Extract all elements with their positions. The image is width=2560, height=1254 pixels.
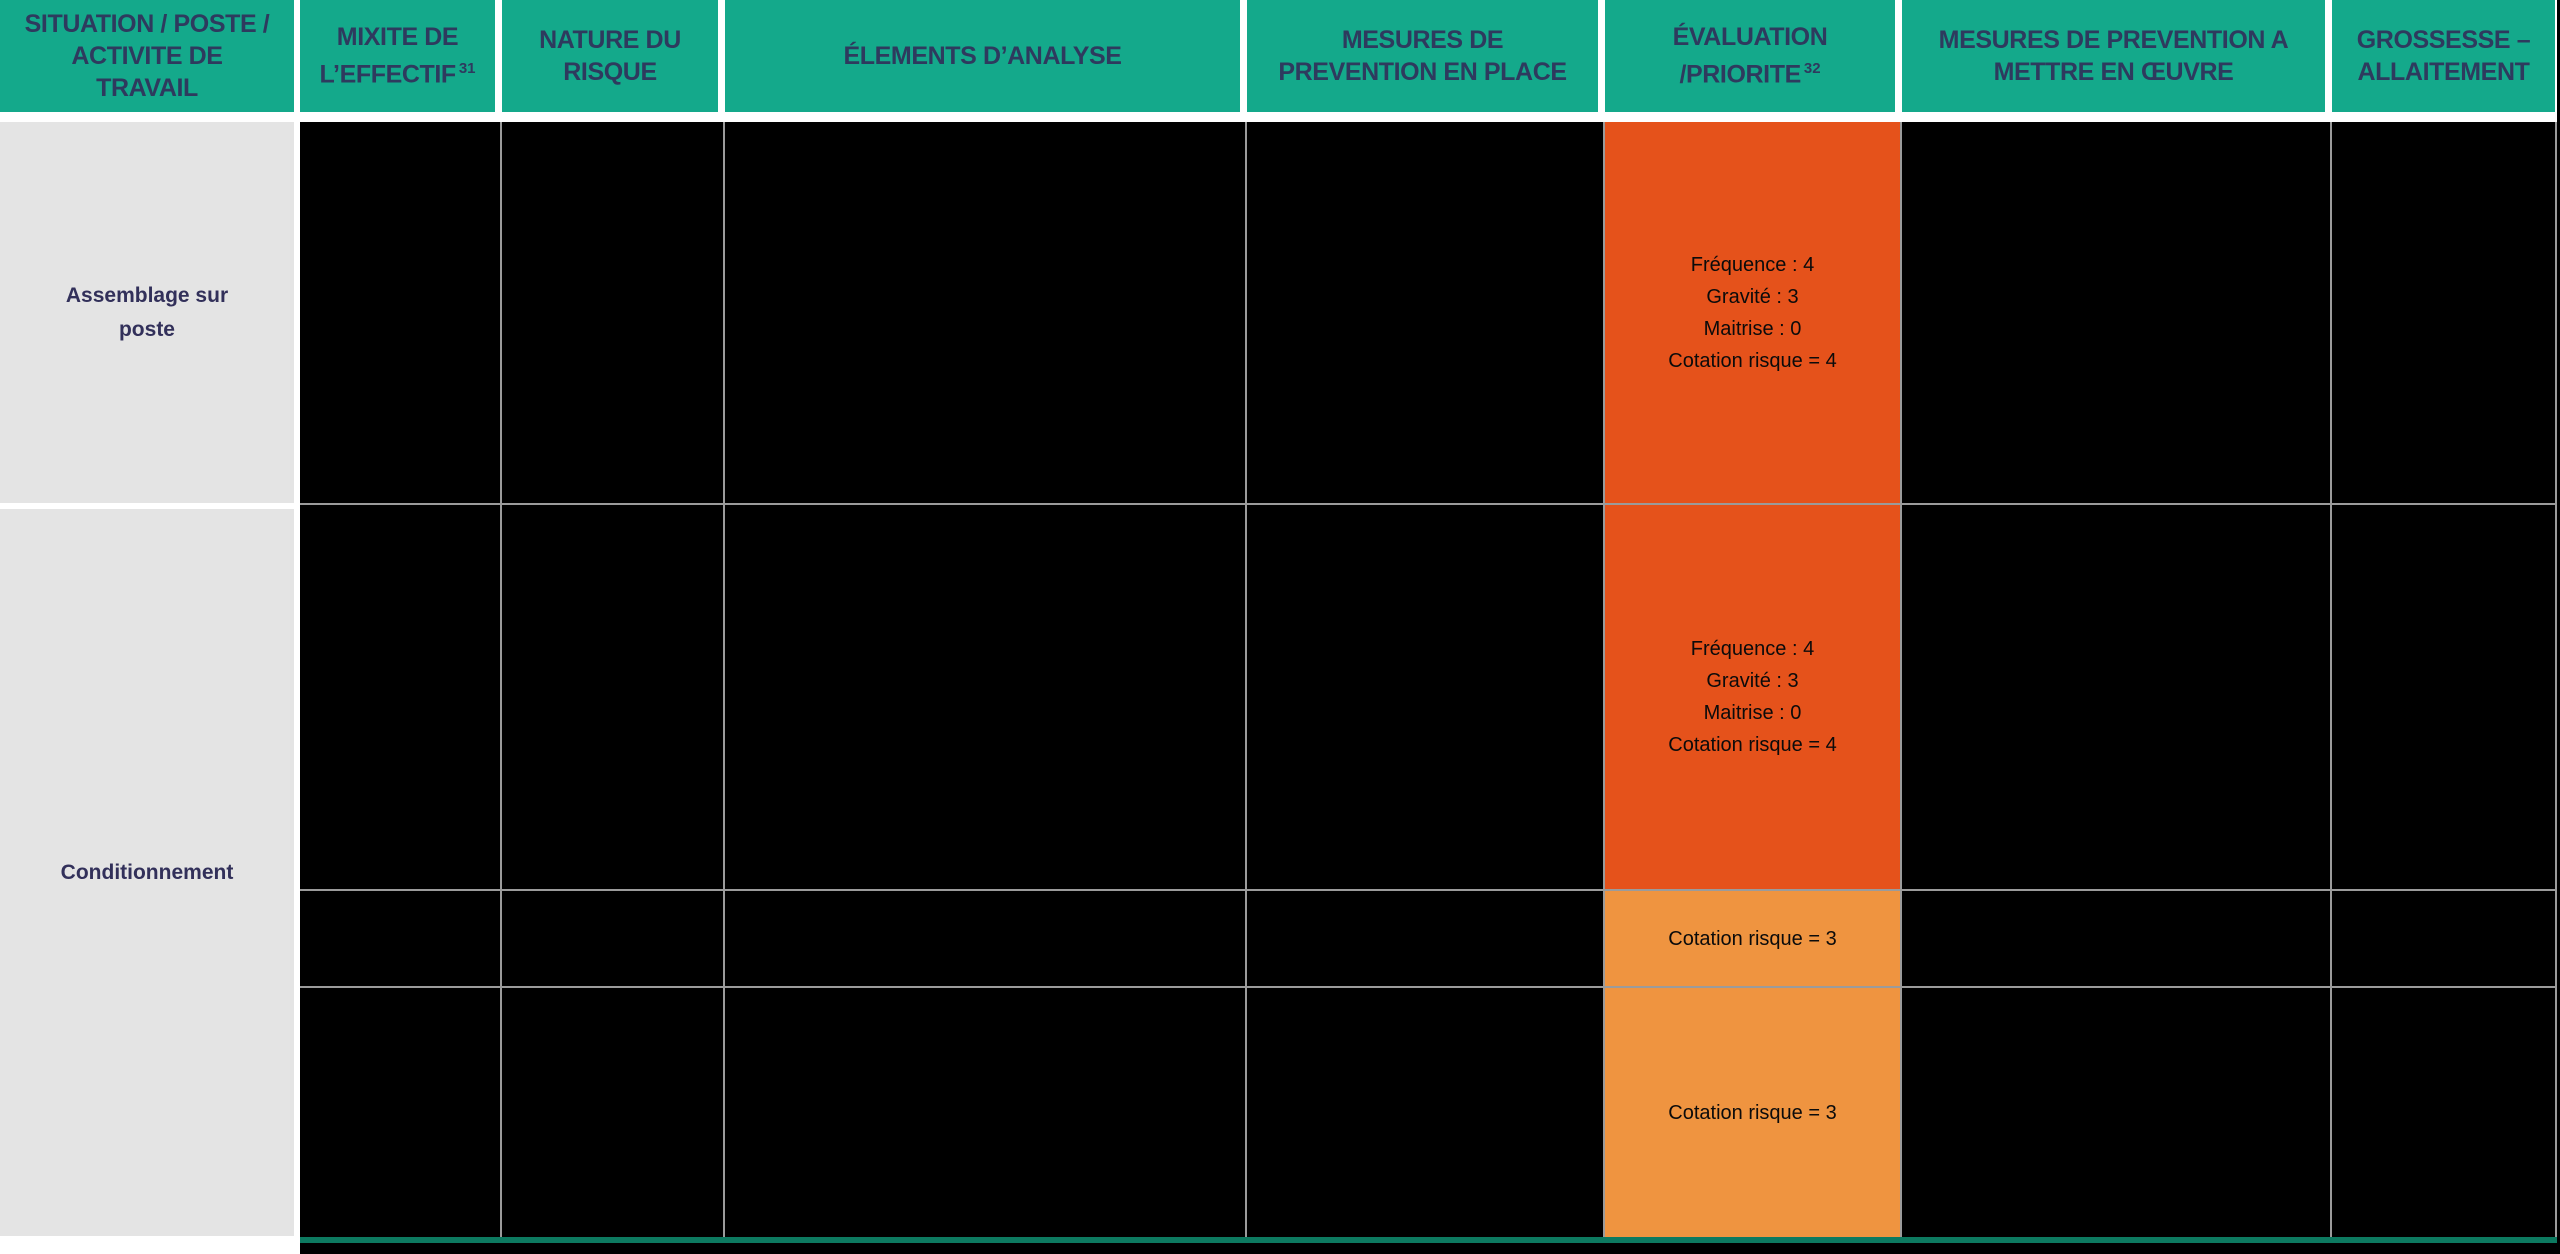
redacted-cell-r3-prevention-place — [1247, 891, 1603, 986]
header-mesures-prevention-en-place: MESURES DE PREVENTION EN PLACE — [1247, 0, 1598, 112]
situation-label: Assemblage sur poste — [65, 283, 229, 341]
evaluation-line: Cotation risque = 3 — [1668, 927, 1837, 950]
redacted-cell-r1-prevention-oeuvre — [1902, 122, 2330, 503]
header-elements-analyse: ÉLEMENTS D’ANALYSE — [725, 0, 1240, 112]
header-mesures-a-mettre-en-oeuvre: MESURES DE PREVENTION A METTRE EN ŒUVRE — [1902, 0, 2325, 112]
evaluation-line: Gravité : 3 — [1706, 670, 1799, 692]
evaluation-line: Fréquence : 4 — [1690, 638, 1815, 660]
redacted-cell-r1-analyse — [725, 122, 1245, 503]
redacted-cell-r2-prevention-oeuvre — [1902, 505, 2330, 889]
redacted-cell-r2-prevention-place — [1247, 505, 1603, 889]
evaluation-cell-r2: Fréquence : 4 Gravité : 3 Maitrise : 0 C… — [1605, 505, 1900, 889]
redacted-cell-r4-mixite — [300, 988, 500, 1237]
footnote-ref-31: 31 — [458, 60, 476, 78]
redacted-cell-r1-mixite — [300, 122, 500, 503]
evaluation-cell-r4: Cotation risque = 3 — [1605, 988, 1900, 1237]
evaluation-line: Maitrise : 0 — [1703, 317, 1802, 340]
evaluation-line: Maitrise : 0 — [1703, 702, 1802, 724]
redacted-cell-r4-prevention-place — [1247, 988, 1603, 1237]
bottom-black-strip — [300, 1243, 2560, 1254]
evaluation-line: Gravité : 3 — [1706, 285, 1799, 308]
evaluation-line: Cotation risque = 4 — [1668, 734, 1837, 756]
evaluation-cell-r1: Fréquence : 4 Gravité : 3 Maitrise : 0 C… — [1605, 122, 1900, 503]
redacted-cell-r3-nature — [502, 891, 723, 986]
redacted-cell-r1-grossesse — [2332, 122, 2555, 503]
header-nature-du-risque: NATURE DU RISQUE — [502, 0, 718, 112]
situation-cell-assemblage: Assemblage sur poste — [0, 122, 294, 503]
situation-label: Conditionnement — [60, 860, 234, 884]
redacted-cell-r4-prevention-oeuvre — [1902, 988, 2330, 1237]
redacted-cell-r4-analyse — [725, 988, 1245, 1237]
redacted-cell-r4-grossesse — [2332, 988, 2555, 1237]
redacted-cell-r2-mixite — [300, 505, 500, 889]
header-grossesse-allaitement: GROSSESSE – ALLAITEMENT — [2332, 0, 2555, 112]
redacted-cell-r3-mixite — [300, 891, 500, 986]
redacted-cell-r3-prevention-oeuvre — [1902, 891, 2330, 986]
redacted-cell-r1-nature — [502, 122, 723, 503]
redacted-cell-r2-analyse — [725, 505, 1245, 889]
table-body-grid: Fréquence : 4 Gravité : 3 Maitrise : 0 C… — [300, 122, 2557, 1237]
evaluation-cell-r3: Cotation risque = 3 — [1605, 891, 1900, 986]
redacted-cell-r4-nature — [502, 988, 723, 1237]
redacted-cell-r2-nature — [502, 505, 723, 889]
footnote-ref-32: 32 — [1803, 60, 1821, 78]
header-situation-poste: SITUATION / POSTE / ACTIVITE DE TRAVAIL — [0, 0, 294, 112]
redacted-cell-r3-grossesse — [2332, 891, 2555, 986]
redacted-cell-r2-grossesse — [2332, 505, 2555, 889]
evaluation-line: Cotation risque = 4 — [1668, 349, 1837, 372]
situation-cell-conditionnement: Conditionnement — [0, 509, 294, 1236]
redacted-cell-r1-prevention-place — [1247, 122, 1603, 503]
evaluation-line: Fréquence : 4 — [1690, 253, 1815, 276]
table-bottom-rule — [300, 1237, 2560, 1243]
evaluation-line: Cotation risque = 3 — [1668, 1101, 1837, 1124]
right-edge-strip — [2557, 0, 2560, 1254]
redacted-cell-r3-analyse — [725, 891, 1245, 986]
